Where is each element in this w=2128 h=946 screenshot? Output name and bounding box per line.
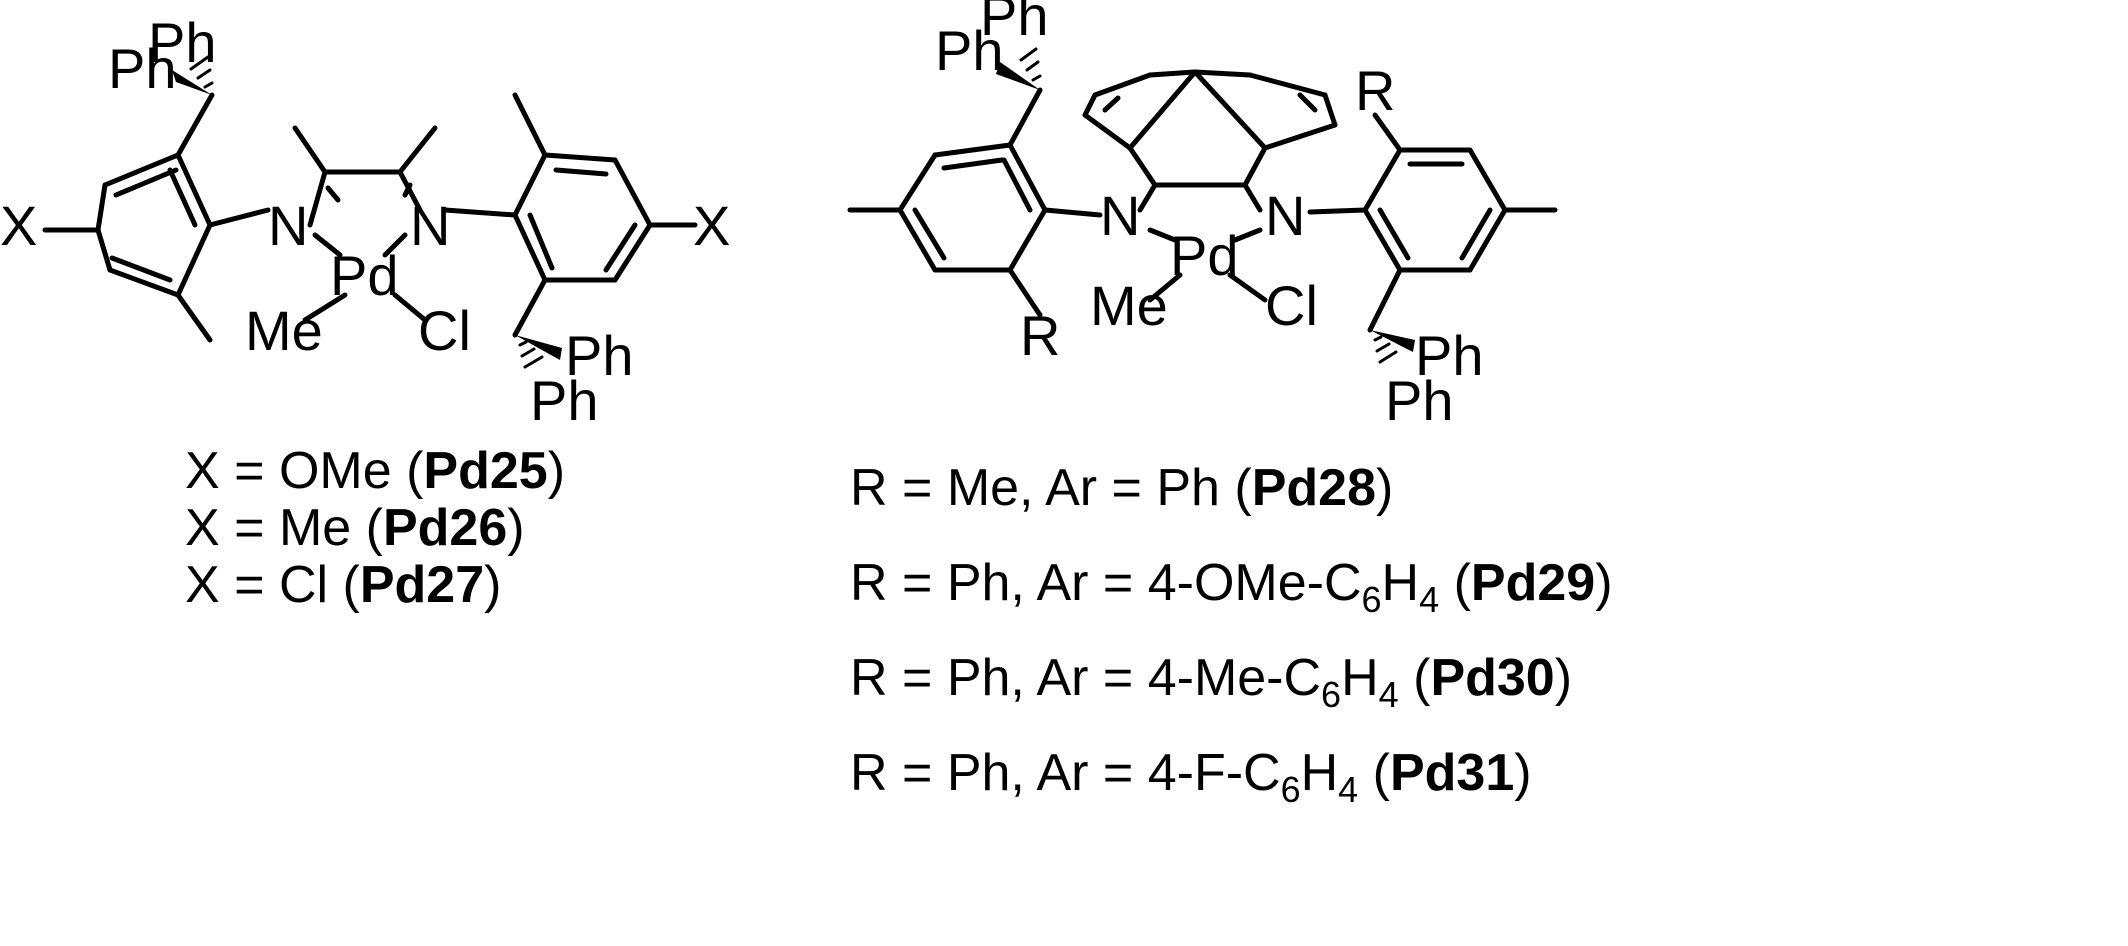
- methyl-backbone-left: [292, 125, 328, 175]
- methyl-backbone-right: [397, 125, 438, 175]
- aryl-n-left-bond: [207, 207, 271, 228]
- n-c-left-double: [325, 185, 341, 203]
- atom-n-left: N: [1100, 184, 1140, 247]
- left-captions: X = OMe (Pd25) X = Me (Pd26) X = Cl (Pd2…: [185, 442, 565, 614]
- atom-r-top: R: [1355, 59, 1395, 122]
- benzhydryl-right-bond: [512, 277, 548, 338]
- wedge-bond-right-bottom: [1370, 330, 1415, 352]
- right-aryl-ring-bonds: [512, 152, 653, 283]
- hashed-bond-bottom-right: [518, 340, 544, 369]
- acenaphthene-bonds: [1082, 69, 1338, 188]
- caption-pd30: R = Ph, Ar = 4-Me-C6H4 (Pd30): [850, 649, 1572, 715]
- r-top-bond: [1372, 112, 1403, 153]
- atom-n-right: N: [1265, 184, 1305, 247]
- atom-ph-bottom-a: Ph: [565, 324, 634, 387]
- hashed-bond-top-left: [189, 55, 214, 89]
- atom-n-right: N: [410, 194, 450, 257]
- caption-pd27: X = Cl (Pd27): [185, 556, 501, 614]
- hashed-bond-right-bottom: [1373, 335, 1398, 364]
- caption-pd28: R = Me, Ar = Ph (Pd28): [850, 459, 1393, 517]
- atom-r-bottom: R: [1020, 304, 1060, 367]
- n-pd-left-bond: [312, 232, 343, 258]
- benzhydryl-right-top-bond: [1007, 87, 1043, 148]
- n-pd-right-right: [1232, 227, 1263, 243]
- pd-me-bond: [302, 292, 348, 323]
- c-n-right-right: [1242, 182, 1263, 213]
- atom-ph-bottom-b: Ph: [530, 369, 599, 432]
- caption-pd26: X = Me (Pd26): [185, 499, 525, 557]
- hashed-bond-right-top: [1019, 47, 1042, 82]
- atom-ph-top-b: Ph: [108, 37, 177, 100]
- atom-x-right: X: [693, 194, 730, 257]
- atom-pd: Pd: [330, 244, 399, 307]
- methyl-right-bond: [512, 92, 548, 158]
- n-c-left-bond: [307, 169, 328, 228]
- atom-ph-top-b: Ph: [935, 19, 1004, 82]
- benzhydryl-left-bond: [175, 92, 215, 158]
- r-bottom-bond: [1007, 267, 1043, 318]
- atom-ph-top-a: Ph: [980, 0, 1049, 47]
- caption-pd29: R = Ph, Ar = 4-OMe-C6H4 (Pd29): [850, 554, 1613, 620]
- n-aryl-right-bond: [442, 207, 518, 218]
- benzhydryl-right-bottom-bond: [1367, 267, 1403, 333]
- atom-me: Me: [245, 299, 323, 362]
- n-pd-right-bond: [382, 232, 408, 258]
- atom-x-left: X: [0, 194, 37, 257]
- pd-cl-bond: [392, 292, 428, 323]
- n-aryl-right-right: [1307, 207, 1368, 215]
- right-left-aryl-ring-bonds: [897, 142, 1048, 273]
- caption-pd25: X = OMe (Pd25): [185, 442, 565, 500]
- atom-ph-top-a: Ph: [148, 11, 217, 74]
- n-pd-right-left: [1147, 227, 1178, 243]
- right-right-aryl-ring-bonds: [1362, 147, 1508, 273]
- atom-ph-bottom-a: Ph: [1415, 324, 1484, 387]
- pd-cl-right: [1227, 272, 1268, 303]
- caption-pd31: R = Ph, Ar = 4-F-C6H4 (Pd31): [850, 744, 1532, 810]
- atom-pd: Pd: [1170, 224, 1239, 287]
- c-n-right-double: [402, 182, 413, 198]
- c-n-right-left: [1137, 182, 1158, 213]
- atom-cl: Cl: [418, 299, 471, 362]
- aryl-n-right-left-bond: [1042, 207, 1103, 218]
- left-complex: Ph Ph X N N Pd Me Cl X Ph Ph: [0, 11, 730, 432]
- atom-ph-bottom-b: Ph: [1385, 369, 1454, 432]
- c-n-right-bond: [397, 169, 423, 213]
- pd-me-right: [1147, 272, 1183, 303]
- wedge-bond-right-top: [996, 62, 1040, 90]
- atom-n-left: N: [268, 194, 308, 257]
- atom-cl: Cl: [1265, 274, 1318, 337]
- left-aryl-ring-bonds: [95, 152, 213, 298]
- wedge-bond-top-left: [172, 70, 212, 95]
- methyl-left-bond: [175, 292, 213, 343]
- atom-me: Me: [1090, 274, 1168, 337]
- right-captions: R = Me, Ar = Ph (Pd28) R = Ph, Ar = 4-OM…: [850, 459, 1613, 810]
- right-complex: Ph Ph R N N Pd Me Cl R Ph Ph: [847, 0, 1558, 432]
